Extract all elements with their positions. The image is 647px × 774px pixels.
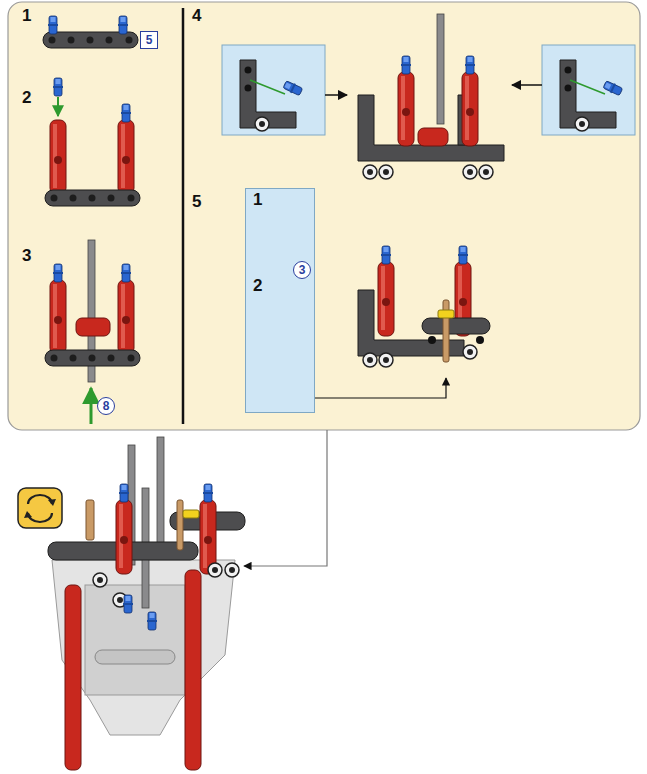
sub-step-number: 1: [253, 191, 262, 208]
count-circle: 3: [293, 261, 311, 279]
step-number: 5: [192, 192, 201, 212]
step-number: 3: [22, 246, 31, 266]
sub-step-panel: 1 2 3: [245, 188, 315, 413]
quantity-number: 3: [299, 264, 306, 276]
step-number: 1: [22, 6, 31, 26]
count-circle: 8: [97, 397, 115, 415]
sub-step-number: 2: [253, 277, 262, 294]
step-number: 2: [22, 88, 31, 108]
quantity-number: 5: [146, 34, 153, 46]
quantity-number: 8: [103, 400, 110, 412]
step-number: 4: [192, 6, 201, 26]
quantity-badge: 5: [140, 31, 158, 49]
